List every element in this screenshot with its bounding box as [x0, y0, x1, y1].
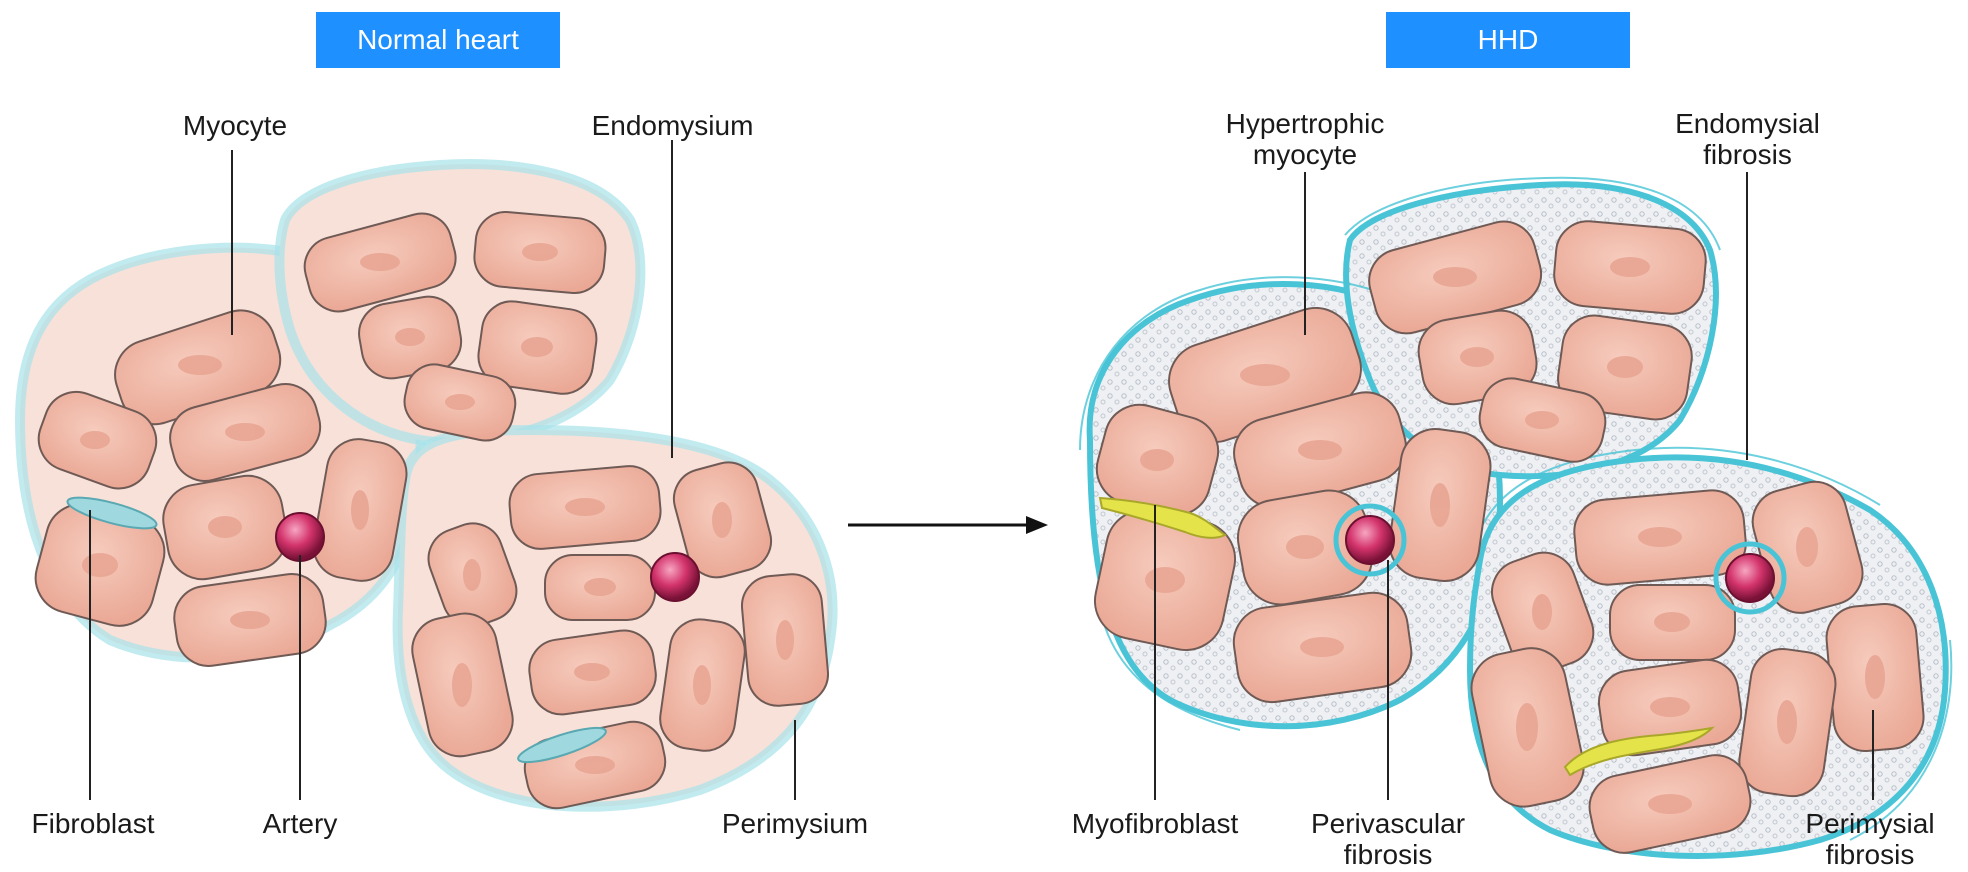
nucleus: [1525, 411, 1559, 429]
nucleus: [1140, 449, 1174, 471]
label-hypertrophic-myocyte: Hypertrophic myocyte: [1200, 108, 1410, 170]
label-fibroblast-text: Fibroblast: [8, 808, 178, 839]
transition-arrow: [848, 516, 1048, 534]
nucleus: [1796, 527, 1818, 567]
nucleus: [693, 665, 711, 705]
nucleus: [1648, 794, 1692, 814]
label-myofibroblast: Myofibroblast: [1048, 808, 1262, 839]
label-endomysial-fibrosis: Endomysial fibrosis: [1645, 108, 1850, 170]
label-perivascular-fibrosis: Perivascular fibrosis: [1290, 808, 1486, 870]
nucleus: [208, 516, 242, 538]
nucleus: [1433, 267, 1477, 287]
artery: [651, 553, 699, 601]
hhd-tissue: [1080, 178, 1951, 859]
nucleus: [445, 394, 475, 410]
label-perimysial-line2: fibrosis: [1780, 839, 1960, 870]
label-perivascular-line2: fibrosis: [1290, 839, 1486, 870]
nucleus: [1777, 700, 1797, 744]
nucleus: [452, 663, 472, 707]
nucleus: [1460, 347, 1494, 367]
nucleus: [230, 611, 270, 629]
nucleus: [1286, 535, 1324, 559]
normal-heart-tissue: [20, 164, 833, 814]
nucleus: [1516, 703, 1538, 751]
nucleus: [584, 578, 616, 596]
nucleus: [522, 243, 558, 261]
label-perimysium-text: Perimysium: [695, 808, 895, 839]
nucleus: [1240, 364, 1290, 386]
nucleus: [1610, 257, 1650, 277]
nucleus: [351, 490, 369, 530]
nucleus: [1300, 637, 1344, 657]
nucleus: [521, 337, 553, 357]
artery: [276, 513, 324, 561]
nucleus: [80, 431, 110, 449]
nucleus: [1638, 527, 1682, 547]
nucleus: [1532, 594, 1552, 630]
nucleus: [575, 756, 615, 774]
label-endomysial-line2: fibrosis: [1645, 139, 1850, 170]
nucleus: [360, 253, 400, 271]
nucleus: [463, 559, 481, 591]
artery: [1346, 516, 1394, 564]
nucleus: [1607, 356, 1643, 378]
label-artery-text: Artery: [235, 808, 365, 839]
nucleus: [1145, 567, 1185, 593]
label-hypertrophic-line2: myocyte: [1200, 139, 1410, 170]
label-perivascular-line1: Perivascular: [1290, 808, 1486, 839]
label-myocyte-text: Myocyte: [150, 110, 320, 141]
nucleus: [565, 498, 605, 516]
label-perimysium: Perimysium: [695, 808, 895, 839]
nucleus: [712, 502, 732, 538]
label-endomysial-line1: Endomysial: [1645, 108, 1850, 139]
nucleus: [1865, 655, 1885, 699]
nucleus: [178, 355, 222, 375]
nucleus: [1430, 483, 1450, 527]
nucleus: [776, 620, 794, 660]
label-perimysial-fibrosis: Perimysial fibrosis: [1780, 808, 1960, 870]
label-myofibroblast-text: Myofibroblast: [1048, 808, 1262, 839]
nucleus: [1298, 440, 1342, 460]
label-endomysium: Endomysium: [565, 110, 780, 141]
nucleus: [574, 663, 610, 681]
nucleus: [225, 423, 265, 441]
label-myocyte: Myocyte: [150, 110, 320, 141]
nucleus: [395, 328, 425, 346]
nucleus: [1650, 697, 1690, 717]
artery: [1726, 554, 1774, 602]
label-perimysial-line1: Perimysial: [1780, 808, 1960, 839]
nucleus: [1654, 612, 1690, 632]
label-endomysium-text: Endomysium: [565, 110, 780, 141]
nucleus: [82, 553, 118, 577]
label-hypertrophic-line1: Hypertrophic: [1200, 108, 1410, 139]
label-fibroblast: Fibroblast: [8, 808, 178, 839]
label-artery: Artery: [235, 808, 365, 839]
